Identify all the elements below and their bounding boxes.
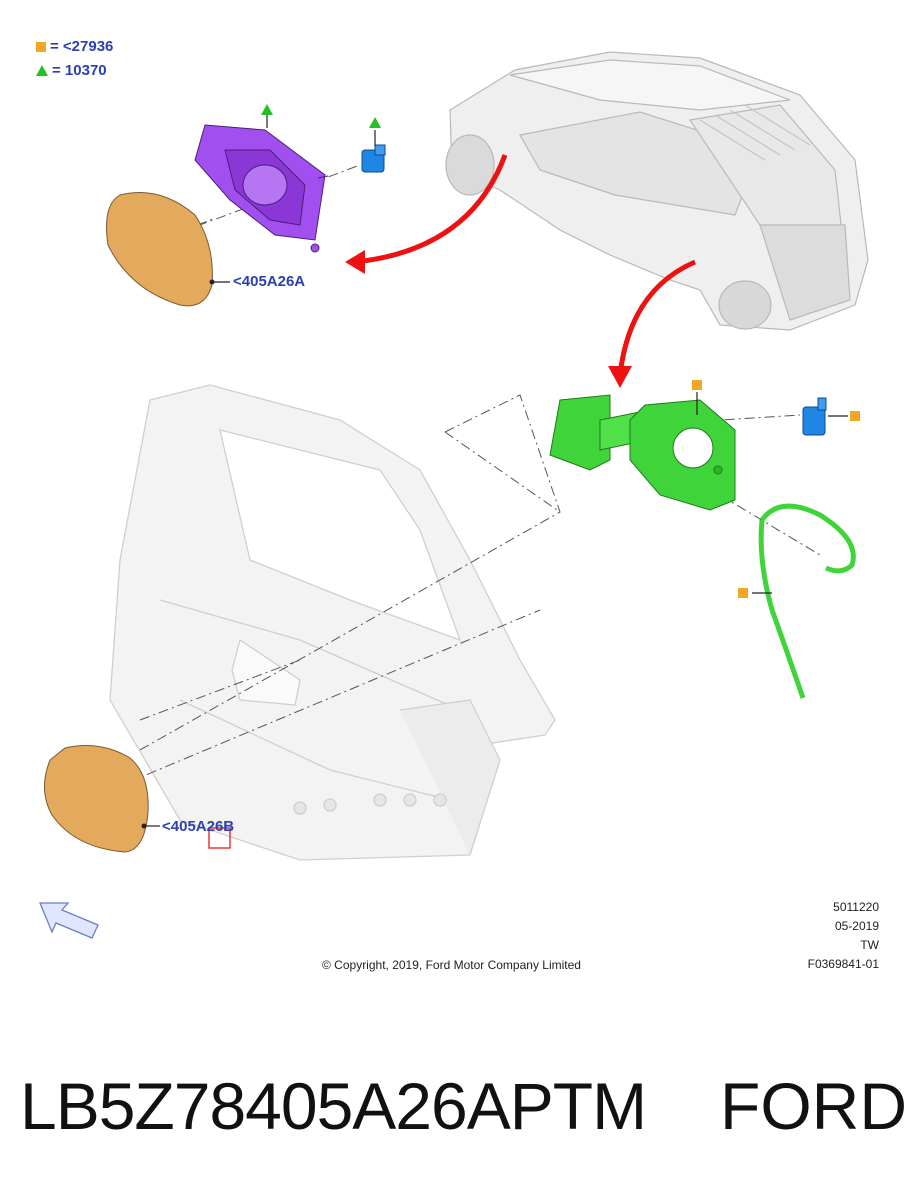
arrowheads xyxy=(345,250,632,388)
brand-name: FORD xyxy=(720,1069,907,1143)
quarter-panel-illustration xyxy=(109,384,556,861)
part-number: LB5Z78405A26APTM xyxy=(20,1069,647,1143)
lower-housing-marker-orange-square xyxy=(692,380,702,390)
copyright-notice: © Copyright, 2019, Ford Motor Company Li… xyxy=(322,958,581,972)
meta-date: 05-2019 xyxy=(834,919,879,933)
lower-actuator xyxy=(802,397,827,436)
figure-meta: 5011220 05-2019 TW F0369841-01 xyxy=(808,898,879,974)
legend-item-orange-square: = <27936 xyxy=(36,38,113,55)
legend-label: = 10370 xyxy=(52,62,107,79)
orientation-arrow-icon xyxy=(39,902,99,939)
meta-region: TW xyxy=(860,938,879,952)
lower-fuel-housing xyxy=(549,394,736,511)
meta-figure-id: F0369841-01 xyxy=(807,957,879,971)
upper-actuator-marker-green-triangle xyxy=(369,117,381,128)
arrow-to-lower-detail xyxy=(617,259,696,376)
legend-label: = <27936 xyxy=(50,38,114,55)
vehicle-illustration xyxy=(445,51,869,331)
legend-item-green-triangle: = 10370 xyxy=(36,62,107,79)
upper-fuel-door xyxy=(106,192,213,307)
callout-upper-door: <405A26A xyxy=(233,273,306,290)
upper-actuator xyxy=(361,144,386,173)
drain-tube-marker-orange-square xyxy=(738,588,748,598)
lower-fuel-door xyxy=(44,745,149,853)
highlight-box xyxy=(208,827,231,849)
upper-fuel-housing xyxy=(194,124,329,253)
meta-code: 5011220 xyxy=(833,900,879,914)
upper-housing-marker-green-triangle xyxy=(261,104,273,115)
arrow-to-upper-detail xyxy=(354,154,508,265)
exploded-view-diagram xyxy=(39,51,869,939)
lower-actuator-marker-orange-square xyxy=(850,411,860,421)
green-triangle-icon xyxy=(36,65,48,76)
drain-tube xyxy=(758,503,856,699)
diagram-area: = <27936 = 10370 <405A26A <405A26B 50112… xyxy=(36,38,879,974)
orange-square-icon xyxy=(36,41,46,52)
callout-lower-door: <405A26B xyxy=(162,818,235,835)
red-arrows xyxy=(354,154,696,376)
